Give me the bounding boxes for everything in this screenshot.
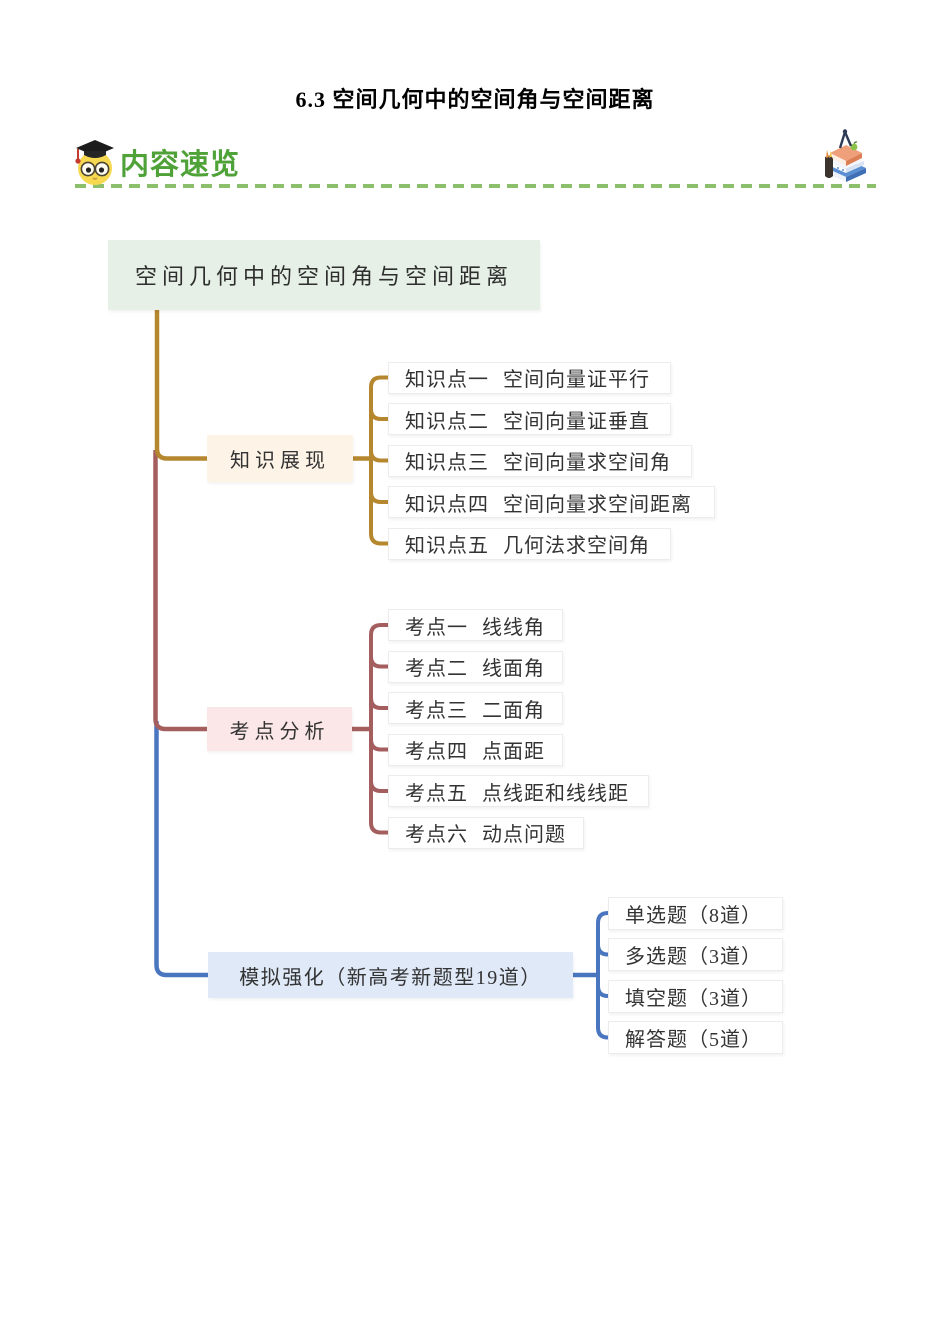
connector-line [369,697,388,710]
connector-line [369,450,388,463]
mindmap-child-node: 知识点五 几何法求空间角 [388,527,671,560]
mindmap-child-node: 考点二 线面角 [388,650,563,683]
mindmap-child-node: 填空题（3道） [608,979,783,1013]
mindmap-child-node: 知识点四 空间向量求空间距离 [388,486,715,518]
mindmap-child-node: 考点一 线线角 [388,609,563,641]
connector-line [369,656,388,669]
connector-line [596,985,609,998]
mindmap-child-node: 单选题（8道） [608,896,783,930]
connector-line [369,623,388,835]
owl-mascot-icon [75,140,114,185]
page-title: 6.3 空间几何中的空间角与空间距离 [295,87,655,112]
mindmap-child-node: 知识点一 空间向量证平行 [388,361,671,394]
connector-line [369,780,388,793]
connector-line [369,491,388,504]
mindmap-child-node: 知识点三 空间向量求空间角 [388,444,692,477]
mindmap-child-node: 考点五 点线距和线线距 [388,775,649,807]
connector-line [596,911,609,1040]
section-label: 内容速览 [120,149,241,181]
connector-line [154,721,210,978]
mindmap-child-node: 解答题（5道） [608,1021,783,1054]
mindmap-child-node: 考点三 二面角 [388,692,563,724]
mindmap-child-node: 考点四 点面距 [388,733,563,766]
mindmap-child-node: 多选题（3道） [608,938,783,971]
branch-node-exam-point-analysis: 考点分析 [207,707,352,751]
dashed-divider [75,184,876,188]
mindmap-child-node: 知识点二 空间向量证垂直 [388,403,671,435]
branch-node-mock-reinforcement: 模拟强化（新高考新题型19道） [208,952,573,998]
connector-line [369,375,388,546]
mindmap-root-node: 空间几何中的空间角与空间距离 [108,240,540,310]
connector-line [596,944,609,957]
mindmap-child-node: 考点六 动点问题 [388,816,584,849]
connector-line [369,739,388,752]
branch-node-knowledge-display: 知识展现 [207,435,353,482]
books-stack-icon [825,129,866,182]
connector-line [153,450,209,732]
connector-line [154,310,209,461]
connector-line [369,408,388,421]
